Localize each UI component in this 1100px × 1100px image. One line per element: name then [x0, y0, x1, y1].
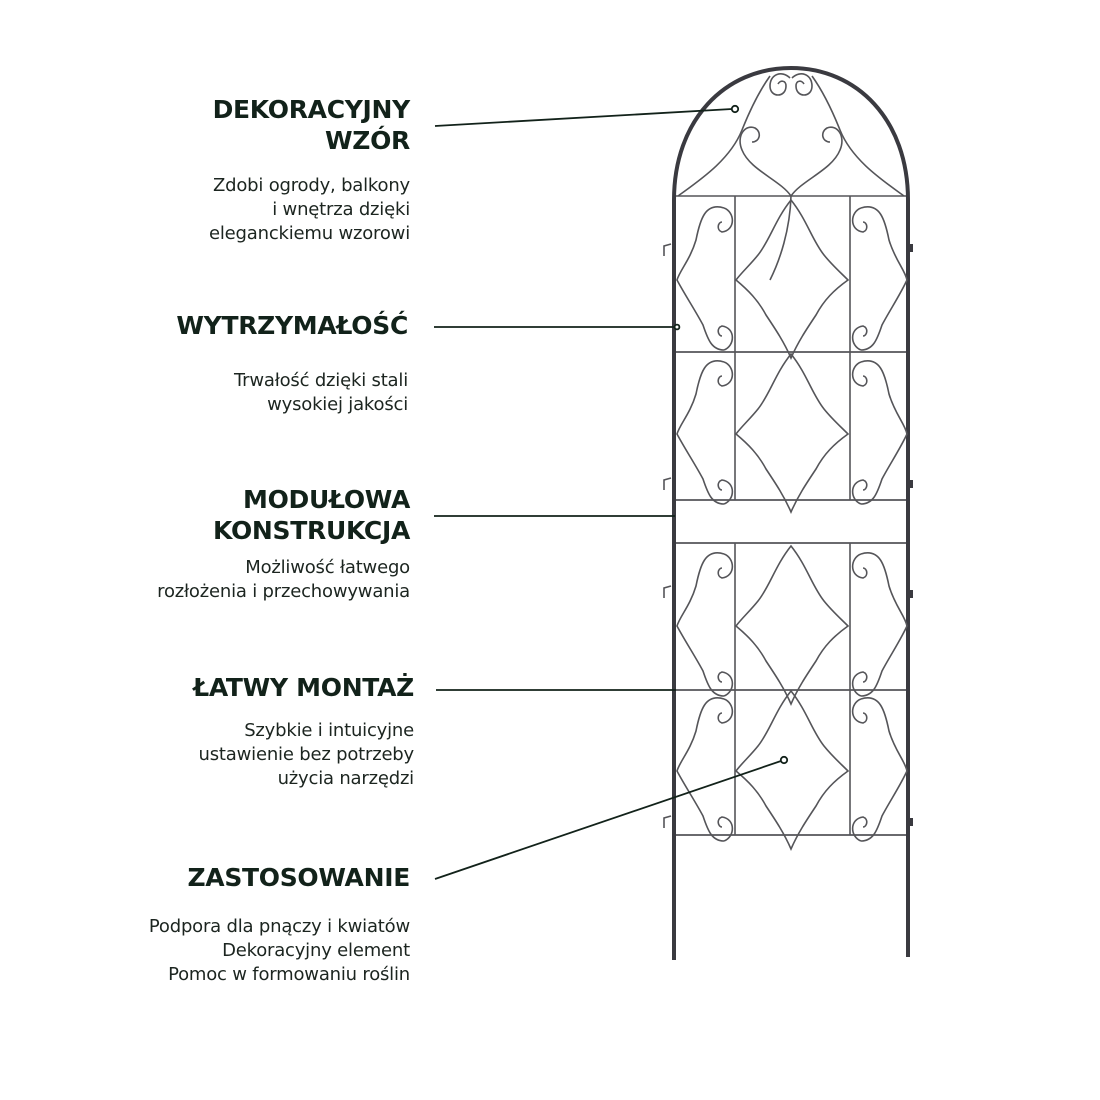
feature-description-line: eleganckiemu wzorowi [209, 223, 410, 244]
panel-row-3 [676, 545, 908, 705]
feature-description: Możliwość łatwego rozłożenia i przechowy… [157, 556, 410, 604]
vertical-bars [734, 196, 851, 835]
feature-title: MODUŁOWA KONSTRUKCJA [157, 484, 410, 546]
feature-title-line: DEKORACYJNY [212, 95, 411, 124]
feature-description: Trwałość dzięki stali wysokiej jakości [176, 369, 408, 417]
feature-title: DEKORACYJNY WZÓR [209, 94, 411, 156]
horizontal-bars [676, 351, 906, 836]
feature-description-line: Trwałość dzięki stali [234, 370, 408, 391]
feature-modular-construction: MODUŁOWA KONSTRUKCJA Możliwość łatwego r… [157, 484, 410, 604]
connector-hooks [663, 243, 672, 828]
feature-title-line: MODUŁOWA [243, 485, 410, 514]
feature-description-line: użycia narzędzi [277, 768, 415, 789]
arch-ornament [676, 73, 906, 281]
frame-arch [672, 65, 910, 960]
feature-description-line: Szybkie i intuicyjne [244, 720, 414, 741]
feature-durability: WYTRZYMAŁOŚĆ Trwałość dzięki stali wysok… [176, 310, 408, 417]
feature-title: ZASTOSOWANIE [149, 862, 410, 893]
feature-description-line: ustawienie bez potrzeby [198, 744, 415, 765]
feature-title-line: ŁATWY MONTAŻ [193, 673, 414, 702]
feature-description: Podpora dla pnączy i kwiatów Dekoracyjny… [149, 915, 410, 987]
feature-decorative-pattern: DEKORACYJNY WZÓR Zdobi ogrody, balkony i… [209, 94, 410, 246]
feature-title: WYTRZYMAŁOŚĆ [176, 310, 408, 341]
feature-description-line: Dekoracyjny element [222, 940, 410, 961]
feature-title-line: KONSTRUKCJA [213, 516, 410, 545]
feature-description-line: Podpora dla pnączy i kwiatów [148, 916, 410, 937]
feature-description-line: Możliwość łatwego [245, 557, 410, 578]
feature-description-line: rozłożenia i przechowywania [157, 581, 410, 602]
panel-row-4 [676, 690, 908, 850]
feature-description-line: Zdobi ogrody, balkony [212, 175, 410, 196]
feature-description: Zdobi ogrody, balkony i wnętrza dzięki e… [209, 174, 410, 246]
feature-description-line: i wnętrza dzięki [272, 199, 410, 220]
callout-lines [434, 104, 789, 880]
connector-clips [908, 244, 913, 826]
feature-application: ZASTOSOWANIE Podpora dla pnączy i kwiató… [149, 862, 410, 987]
panel-row-1 [676, 199, 908, 359]
feature-description: Szybkie i intuicyjne ustawienie bez potr… [193, 719, 415, 791]
feature-title-line: ZASTOSOWANIE [187, 863, 410, 892]
feature-title-line: WYTRZYMAŁOŚĆ [176, 311, 408, 340]
feature-easy-assembly: ŁATWY MONTAŻ Szybkie i intuicyjne ustawi… [193, 672, 414, 791]
feature-title: ŁATWY MONTAŻ [193, 672, 414, 703]
panel-row-2 [676, 353, 908, 513]
feature-description-line: Pomoc w formowaniu roślin [168, 964, 410, 985]
feature-title-line: WZÓR [324, 126, 410, 155]
feature-description-line: wysokiej jakości [267, 394, 408, 415]
